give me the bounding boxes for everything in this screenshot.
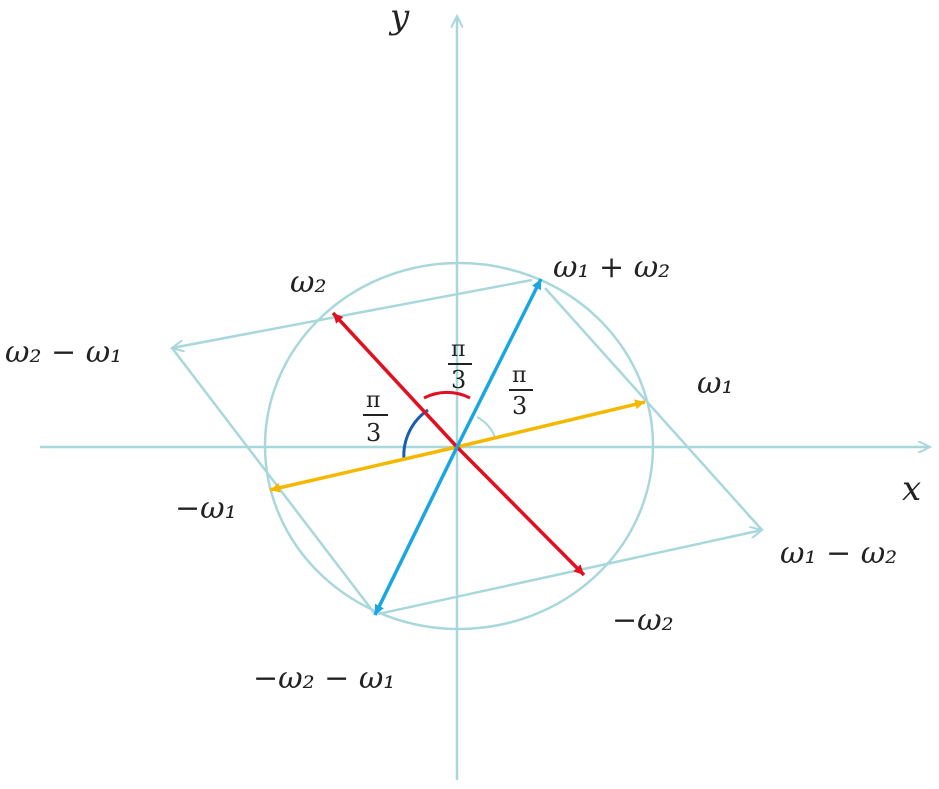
angle-label-right: π 3 [509, 363, 533, 420]
angle-label-top: π 3 [448, 337, 472, 394]
unit-circle [263, 261, 655, 631]
label-neg-omega2: −ω₂ [612, 603, 674, 638]
angle-denominator: 3 [451, 366, 466, 394]
vector-omega1 [456, 399, 646, 449]
angle-denominator: 3 [366, 419, 381, 447]
label-omega1: ω₁ [697, 366, 734, 401]
label-neg-sum: −ω₂ − ω₁ [253, 661, 395, 696]
line-sum-to-diff21 [172, 278, 533, 348]
vector-neg-omega2 [455, 445, 586, 577]
vector-sum [455, 278, 543, 448]
label-sum: ω₁ + ω₂ [553, 250, 670, 285]
vector-neg-sum [373, 446, 459, 616]
angle-numerator: π [512, 363, 526, 388]
line-negsum-to-diff12 [377, 530, 762, 616]
angle-arc-light [476, 416, 496, 438]
vector-omega2 [331, 311, 459, 449]
angle-label-left: π 3 [363, 388, 388, 447]
vector-neg-omega1 [269, 445, 458, 493]
y-axis-label: y [388, 0, 410, 37]
angle-denominator: 3 [512, 392, 527, 420]
label-neg-omega1: −ω₁ [175, 491, 237, 526]
line-sum-to-diff12 [544, 287, 763, 531]
angle-arc-blue [402, 408, 429, 461]
label-omega2: ω₂ [290, 265, 327, 300]
x-axis-label: x [902, 469, 921, 509]
line-diff21-to-negsum [171, 347, 376, 615]
angle-numerator: π [366, 388, 380, 413]
label-diff21: ω₂ − ω₁ [5, 335, 122, 370]
angle-arc-red [423, 390, 471, 400]
angle-numerator: π [451, 337, 465, 362]
label-diff12: ω₁ − ω₂ [780, 536, 897, 571]
